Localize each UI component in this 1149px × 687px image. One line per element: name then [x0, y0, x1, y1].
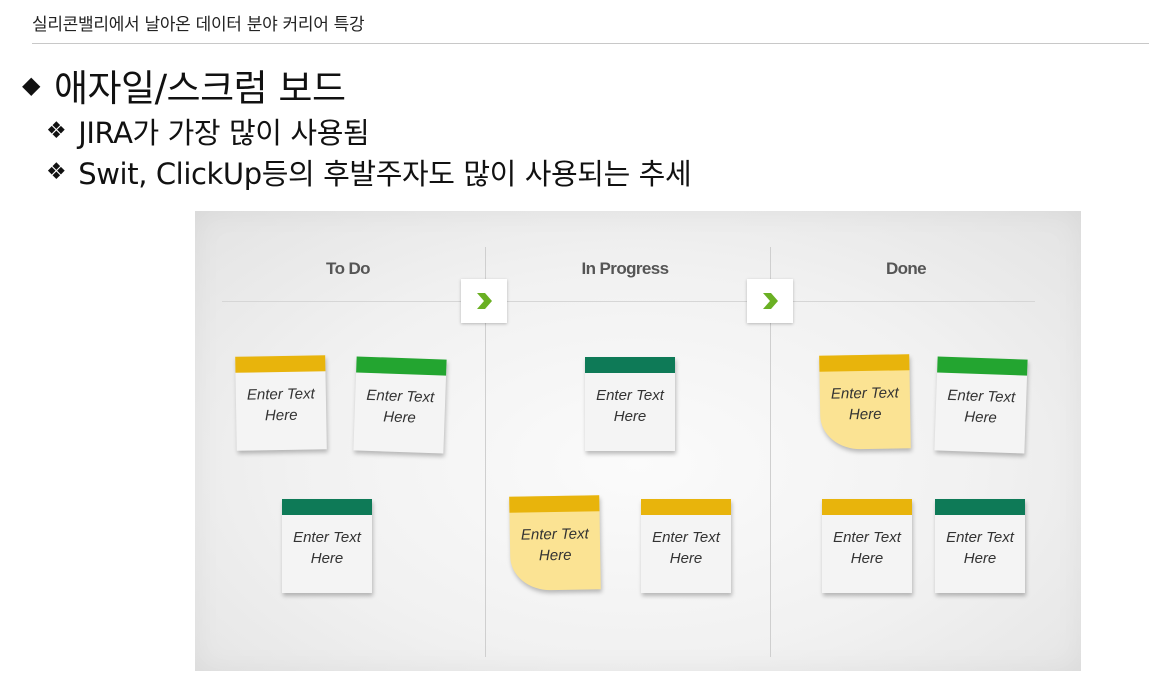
slide-title-text: 애자일/스크럼 보드	[53, 67, 346, 110]
column-header-done: Done	[885, 259, 927, 278]
note-header-strip	[937, 356, 1028, 376]
four-diamond-bullet-icon: ❖	[46, 118, 67, 144]
arrow-box	[461, 279, 507, 323]
column-divider	[770, 247, 771, 657]
diamond-bullet-icon: ◆	[22, 71, 40, 99]
slide-title: ◆ 애자일/스크럼 보드	[22, 58, 346, 112]
header-underline	[222, 301, 1035, 302]
header-title: 실리콘밸리에서 날아온 데이터 분야 커리어 특강	[32, 15, 365, 35]
chevron-right-icon	[477, 293, 492, 309]
four-diamond-bullet-icon: ❖	[46, 159, 67, 185]
bullet-text: JIRA가 가장 많이 사용됨	[78, 116, 370, 150]
note-header-strip	[819, 354, 910, 372]
note-header-strip	[641, 499, 731, 515]
chevron-right-icon	[763, 293, 778, 309]
bullet-text: Swit, ClickUp등의 후발주자도 많이 사용되는 추세	[78, 157, 692, 191]
note-header-strip	[282, 499, 372, 515]
note-header-strip	[822, 499, 912, 515]
bullet-item: ❖ Swit, ClickUp등의 후발주자도 많이 사용되는 추세	[46, 151, 692, 193]
note-header-strip	[235, 355, 326, 373]
note-header-strip	[356, 356, 447, 376]
note-header-strip	[509, 495, 600, 513]
column-divider	[485, 247, 486, 657]
arrow-box	[747, 279, 793, 323]
note-header-strip	[935, 499, 1025, 515]
column-header-in-progress: In Progress	[581, 259, 670, 278]
note-header-strip	[585, 357, 675, 373]
bullet-item: ❖ JIRA가 가장 많이 사용됨	[46, 110, 370, 152]
column-header-todo: To Do	[326, 259, 371, 278]
header-divider	[32, 43, 1149, 44]
